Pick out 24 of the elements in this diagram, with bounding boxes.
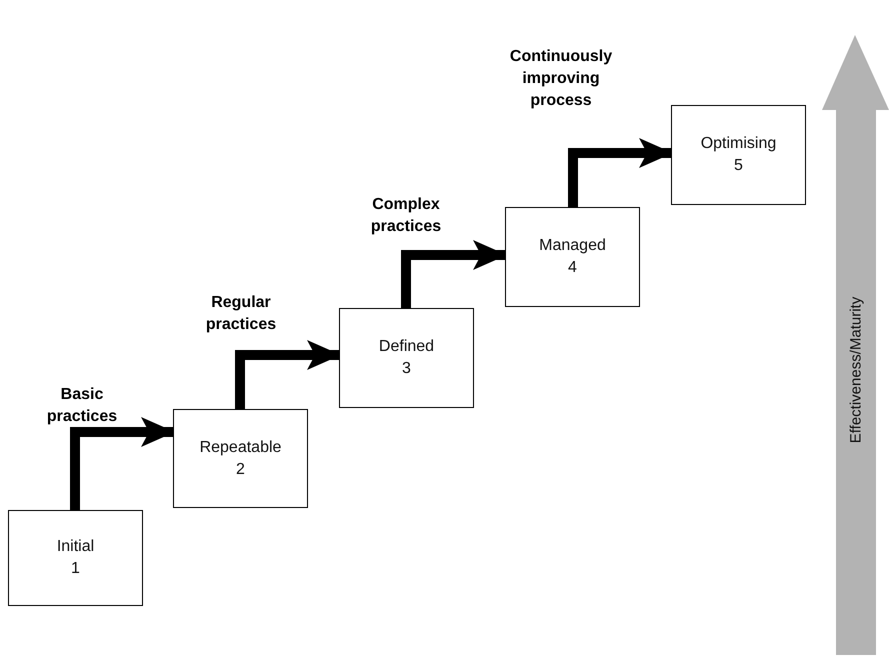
- stage-box: [8, 510, 143, 606]
- stage-box: [173, 409, 308, 508]
- edge-label: Regular practices: [204, 293, 278, 335]
- stage-number: 4: [568, 258, 577, 278]
- stage-number: 2: [236, 460, 245, 480]
- stage-box: [671, 105, 806, 205]
- stage-name: Defined: [378, 337, 434, 357]
- stage-number: 5: [734, 156, 743, 176]
- stage-number: 1: [71, 559, 80, 579]
- stage-name: Initial: [56, 537, 94, 557]
- axis-label: Effectiveness/Maturity: [848, 296, 864, 444]
- stage-number: 3: [402, 359, 411, 379]
- step-arrow: [568, 138, 673, 207]
- edge-label: Basic practices: [46, 385, 118, 427]
- stage-name: Managed: [539, 236, 606, 256]
- step-arrow: [235, 340, 341, 409]
- stage-box: [339, 308, 474, 408]
- edge-label: Complex practices: [370, 195, 442, 237]
- step-arrow: [401, 240, 507, 308]
- stage-name: Repeatable: [200, 438, 282, 458]
- edge-label: Continuously improving process: [508, 47, 614, 111]
- step-arrow: [70, 417, 175, 510]
- stage-box: [505, 207, 640, 307]
- stage-name: Optimising: [700, 134, 776, 154]
